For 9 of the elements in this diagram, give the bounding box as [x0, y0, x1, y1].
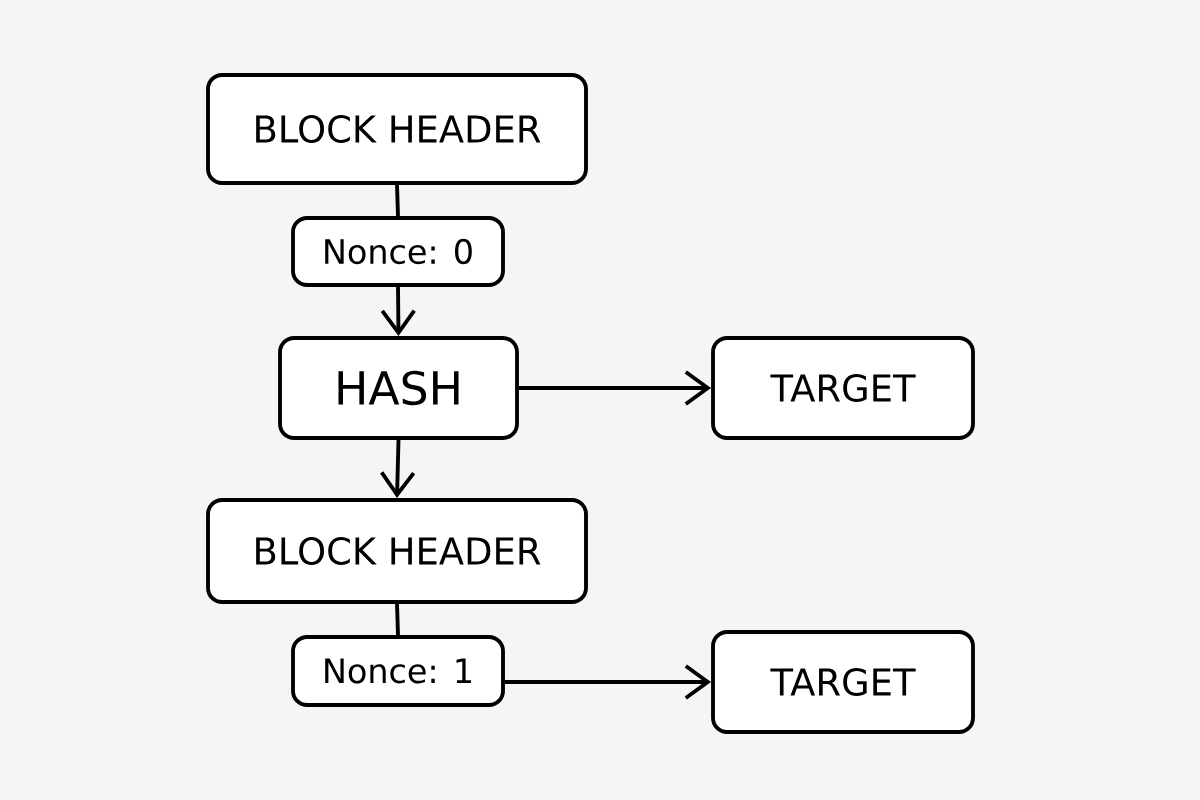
- nonce-box: Nonce: 1: [291, 635, 505, 707]
- nonce-box: Nonce: 0: [291, 216, 505, 287]
- block-header-box: BLOCK HEADER: [206, 73, 588, 185]
- arrow: [504, 664, 712, 700]
- target-box: TARGET: [711, 336, 975, 440]
- block-header-box: BLOCK HEADER: [206, 498, 588, 604]
- arrow: [518, 370, 712, 406]
- hash-box: HASH: [278, 336, 519, 440]
- target-box: TARGET: [711, 630, 975, 734]
